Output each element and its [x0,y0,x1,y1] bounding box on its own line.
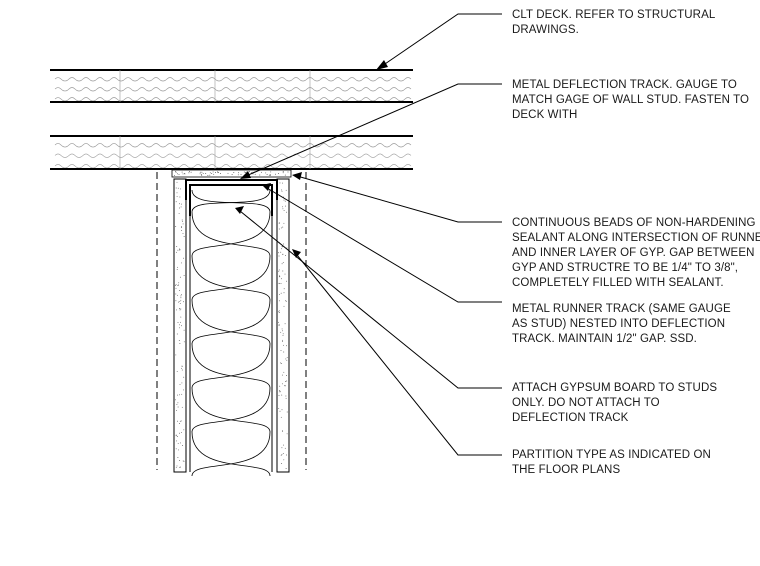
note-sealant: CONTINUOUS BEADS OF NON-HARDENING SEALAN… [512,217,760,289]
runner-track [189,184,273,216]
note-line: DRAWINGS. [512,24,579,36]
notes: CLT DECK. REFER TO STRUCTURAL DRAWINGS. … [512,9,760,476]
note-partition-type: PARTITION TYPE AS INDICATED ON THE FLOOR… [512,449,714,476]
note-line: DEFLECTION TRACK [512,412,629,424]
note-line: THE FLOOR PLANS [512,464,620,476]
partition-wall [156,169,307,477]
leader-sealant [296,175,502,223]
note-line: ONLY. DO NOT ATTACH TO [512,397,660,409]
note-line: SEALANT ALONG INTERSECTION OF RUNNER [512,232,760,244]
note-line: GYP AND STRUCTRE TO BE 1/4" TO 3/8", [512,262,738,274]
leader-deflection-track [245,83,502,177]
deflection-track [185,179,278,200]
gypsum-board-left [173,178,187,473]
note-deflection-track: METAL DEFLECTION TRACK. GAUGE TO MATCH G… [512,79,752,121]
note-line: PARTITION TYPE AS INDICATED ON [512,449,711,461]
clt-deck [50,69,413,170]
sealant-strip [171,169,292,178]
gypsum-speckle [175,181,288,469]
note-line: AS STUD) NESTED INTO DEFLECTION [512,318,725,330]
sealant-speckle [173,171,289,176]
note-line: MATCH GAGE OF WALL STUD. FASTEN TO [512,94,749,106]
note-line: METAL RUNNER TRACK (SAME GAUGE [512,303,731,315]
leaders [235,13,502,456]
note-line: METAL DEFLECTION TRACK. GAUGE TO [512,79,737,91]
note-line: CONTINUOUS BEADS OF NON-HARDENING [512,217,756,229]
note-line: ATTACH GYPSUM BOARD TO STUDS [512,382,717,394]
note-line: TRACK. MAINTAIN 1/2" GAP. SSD. [512,333,697,345]
note-line: COMPLETELY FILLED WITH SEALANT. [512,277,724,289]
leader-gypsum-attach [239,210,502,389]
note-runner-track: METAL RUNNER TRACK (SAME GAUGE AS STUD) … [512,303,734,345]
leader-partition-type [296,254,502,456]
note-line: AND INNER LAYER OF GYP. GAP BETWEEN [512,247,755,259]
note-gypsum-attach: ATTACH GYPSUM BOARD TO STUDS ONLY. DO NO… [512,382,720,424]
leader-clt-deck [381,13,502,67]
leader-runner-track [266,187,502,303]
note-line: CLT DECK. REFER TO STRUCTURAL [512,9,716,21]
gypsum-board-right [276,178,290,473]
note-clt-deck: CLT DECK. REFER TO STRUCTURAL DRAWINGS. [512,9,718,36]
note-line: DECK WITH [512,109,577,121]
insulation-batt [191,189,271,477]
